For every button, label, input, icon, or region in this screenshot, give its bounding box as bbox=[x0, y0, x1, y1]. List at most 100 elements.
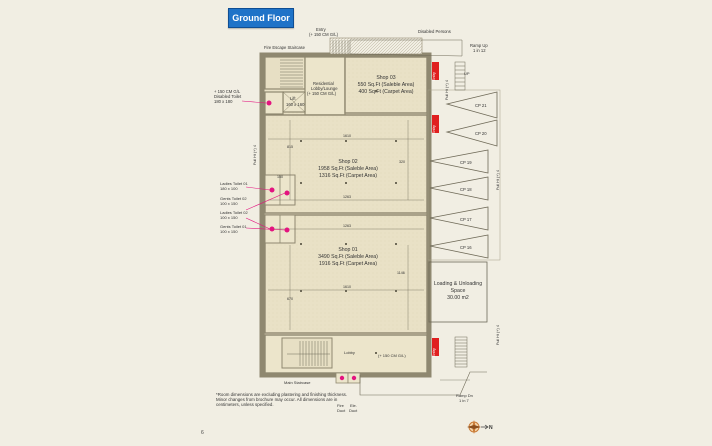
dim-1146: 1146 bbox=[397, 271, 405, 275]
ladies-toilet-02-size: 100 x 150 bbox=[220, 215, 238, 220]
toilet-markers bbox=[266, 100, 357, 381]
ladies-toilet-01-label: Ladies Toilet 01 bbox=[220, 181, 249, 186]
shop-02-label: Shop 02 bbox=[338, 159, 357, 165]
entry-marker-shop03 bbox=[432, 62, 439, 80]
compass-icon bbox=[467, 420, 489, 434]
gents-toilet-02-label: Gents Toilet 02 bbox=[220, 196, 247, 201]
cp-17-slot bbox=[429, 206, 489, 231]
cp-16-slot bbox=[429, 234, 489, 259]
cp-19-slot bbox=[429, 149, 489, 174]
top-entry-strip bbox=[329, 37, 423, 55]
shop-01-label: Shop 01 bbox=[338, 247, 357, 253]
fire-duct-label: Fire bbox=[337, 403, 345, 408]
lift-label: Lift bbox=[290, 96, 296, 101]
fire-duct-label-2: Duct bbox=[337, 408, 346, 413]
elec-duct-label: Ele. bbox=[350, 403, 357, 408]
full-ht-label-d: Full Ht (+) 4 bbox=[253, 145, 257, 165]
loading-label: Loading & Unloading bbox=[434, 281, 482, 287]
full-ht-label-a: Full Ht (+) 4 bbox=[445, 80, 449, 100]
cp-16-label: CP 16 bbox=[460, 245, 472, 250]
shop-01-sale-label: 3490 Sq.Ft (Saleble Area) bbox=[318, 254, 378, 260]
entry-markers bbox=[432, 62, 439, 356]
disabled-toilet-dim-label: + 150 CM G/L bbox=[214, 89, 241, 94]
fire-escape-label: Fire Escape Staircase bbox=[264, 45, 306, 50]
ladies-toilet-01-size: 180 x 100 bbox=[220, 186, 238, 191]
dimension-note: *Room dimensions are excluding plasterin… bbox=[216, 392, 348, 408]
disabled-persons-label: Disabled Persons bbox=[418, 29, 451, 34]
disabled-ramp bbox=[349, 39, 463, 57]
entry-dim-label: (+ 150 CM G/L) bbox=[309, 32, 339, 37]
ramp-top-right bbox=[454, 61, 466, 91]
loading-space bbox=[428, 261, 488, 323]
compass-north-label: N bbox=[489, 425, 493, 431]
elec-duct-label-2: Duct bbox=[349, 408, 358, 413]
ramp-up-ratio-label: 1 in 12 bbox=[473, 48, 486, 53]
cp-21-slot bbox=[445, 91, 498, 119]
floor-title-badge: Ground Floor bbox=[228, 8, 294, 28]
disabled-toilet-label: Disabled Toilet bbox=[214, 94, 242, 99]
entry-tag-3: Entry bbox=[432, 348, 436, 357]
up-label: UP bbox=[464, 71, 470, 76]
entry-label: Entry bbox=[316, 27, 327, 32]
shop-03-label: Shop 03 bbox=[376, 75, 395, 81]
lift-dim-label: 160 x 160 bbox=[286, 102, 305, 107]
shop-01-carpet-label: 1916 Sq.Ft (Carpet Area) bbox=[319, 261, 377, 267]
dim-320: 320 bbox=[399, 160, 405, 164]
cp-18-label: CP 18 bbox=[460, 187, 472, 192]
loading-area-label: 30.00 m2 bbox=[447, 295, 469, 301]
main-staircase bbox=[281, 337, 333, 369]
cp-19-label: CP 19 bbox=[460, 160, 472, 165]
gents-toilet-02-size: 100 x 150 bbox=[220, 201, 238, 206]
cp-20-slot bbox=[445, 119, 498, 147]
gents-toilet-01-size: 100 x 150 bbox=[220, 229, 238, 234]
gents-toilet-01-label: Gents Toilet 01 bbox=[220, 224, 247, 229]
callout-lines bbox=[241, 100, 286, 231]
dim-1263-bottom: 1263 bbox=[343, 224, 351, 228]
dim-150: 150 bbox=[277, 175, 283, 179]
entry-tag-1: Entry bbox=[432, 72, 436, 81]
car-parks bbox=[429, 91, 498, 259]
shop-03-carpet-label: 400 Sq.Ft (Carpet Area) bbox=[358, 89, 413, 95]
shop-02-sale-label: 1958 Sq.Ft (Saleble Area) bbox=[318, 166, 378, 172]
fire-escape-staircase bbox=[264, 56, 306, 90]
residential-lobby-label-2: Lobby/Lounge bbox=[311, 86, 338, 91]
full-ht-label-b: Full Ht (+) 4 bbox=[496, 170, 500, 190]
dim-1610-top: 1610 bbox=[343, 134, 351, 138]
entry-marker-lobby bbox=[432, 338, 439, 356]
driveway-bottom bbox=[359, 371, 487, 396]
lobby-label: Lobby bbox=[344, 350, 355, 355]
ramp-up-label: Ramp Up bbox=[470, 43, 488, 48]
dim-815: 815 bbox=[287, 145, 293, 149]
structural-columns bbox=[300, 90, 397, 354]
main-stair-treads bbox=[299, 341, 328, 366]
cp-17-label: CP 17 bbox=[460, 217, 472, 222]
ramp-dn-ratio-label: 1 in 7 bbox=[459, 398, 470, 403]
cp-18-slot bbox=[429, 176, 489, 201]
entry-tag-2: Entry bbox=[432, 125, 436, 134]
main-staircase-label: Main Staircase bbox=[284, 380, 311, 385]
dim-670: 670 bbox=[287, 297, 293, 301]
ramp-dn-label: Ramp Dn bbox=[456, 393, 473, 398]
residential-lobby-label: Residential bbox=[313, 81, 334, 86]
page-number: 6 bbox=[201, 430, 204, 436]
shop-02-carpet-label: 1316 Sq.Ft (Carpet Area) bbox=[319, 173, 377, 179]
loading-label-2: Space bbox=[451, 288, 466, 294]
stair-treads-top bbox=[280, 59, 303, 88]
shop-03 bbox=[344, 56, 428, 114]
ramp-right bbox=[454, 336, 468, 368]
dim-1610-bottom: 1610 bbox=[343, 285, 351, 289]
ladies-toilet-02-label: Ladies Toilet 02 bbox=[220, 210, 249, 215]
residential-lobby-label-3: (+ 150 CM G/L) bbox=[307, 91, 337, 96]
disabled-toilet-size-label: 180 x 180 bbox=[214, 99, 233, 104]
dim-1263-top: 1263 bbox=[343, 195, 351, 199]
cp-21-label: CP 21 bbox=[475, 103, 487, 108]
full-ht-label-c: Full Ht (+) 4 bbox=[496, 325, 500, 345]
lobby-dim-label: (+ 150 CM G/L) bbox=[378, 353, 406, 358]
cp-20-label: CP 20 bbox=[475, 131, 487, 136]
shop-03-sale-label: 550 Sq.Ft (Saleble Area) bbox=[358, 82, 415, 88]
residential-lobby bbox=[304, 56, 346, 116]
entry-marker-shop02 bbox=[432, 115, 439, 133]
ramp-steps-top bbox=[332, 40, 349, 54]
dimension-lines bbox=[268, 120, 424, 330]
